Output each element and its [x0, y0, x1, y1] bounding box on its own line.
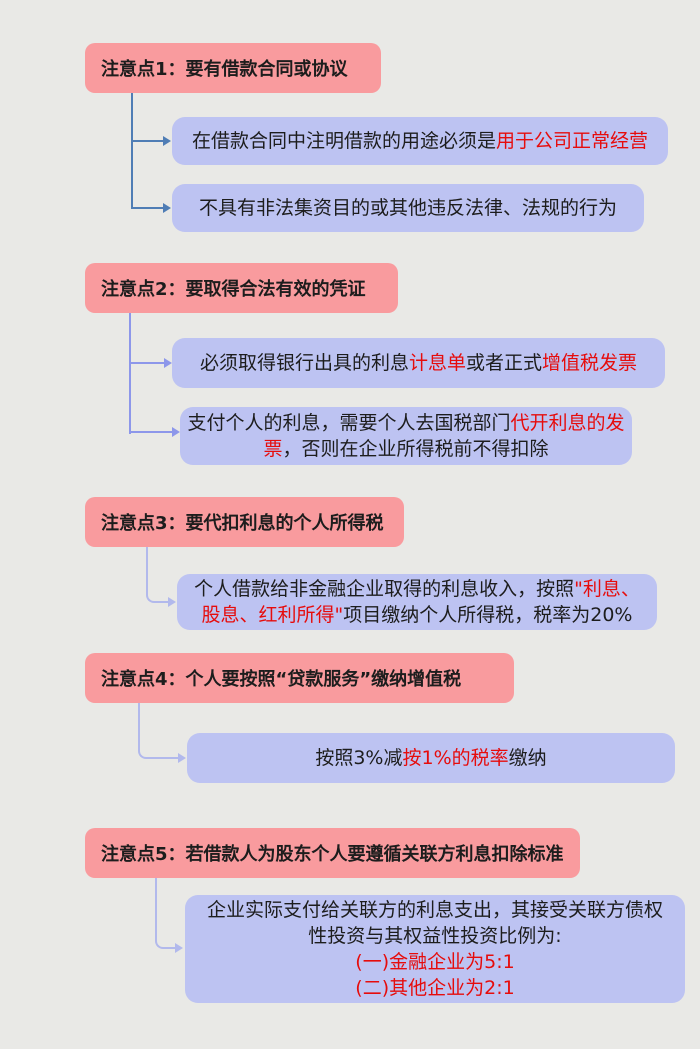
- note2-connector-branch-2: [129, 431, 172, 433]
- note1-child-2-text: 不具有非法集资目的或其他违反法律、法规的行为: [198, 197, 617, 219]
- note4-connector: [138, 703, 180, 759]
- note4-header: 注意点4：个人要按照“贷款服务”缴纳增值税: [85, 653, 514, 703]
- note1-header: 注意点1：要有借款合同或协议: [85, 43, 381, 93]
- note1-connector-branch-2: [131, 207, 163, 209]
- note5-child-1-line-2: (一)金融企业为5:1: [355, 951, 515, 973]
- note4-arrow-icon: [178, 753, 186, 763]
- note3-arrow-icon: [168, 597, 176, 607]
- note4-child-1-text: 按照3%减按1%的税率缴纳: [315, 747, 547, 769]
- note1-connector-branch-1: [131, 140, 163, 142]
- note3-connector: [146, 547, 170, 603]
- note2-header: 注意点2：要取得合法有效的凭证: [85, 263, 398, 313]
- note2-child-1: 必须取得银行出具的利息计息单或者正式增值税发票: [172, 338, 665, 388]
- note2-arrow-icon-2: [172, 427, 180, 437]
- note5-child-1: 企业实际支付给关联方的利息支出，其接受关联方债权性投资与其权益性投资比例为: (…: [185, 895, 685, 1003]
- note2-child-2-text: 支付个人的利息，需要个人去国税部门代开利息的发票，否则在企业所得税前不得扣除: [187, 412, 625, 460]
- note3-child-1: 个人借款给非金融企业取得的利息收入，按照"利息、股息、红利所得"项目缴纳个人所得…: [177, 574, 657, 630]
- note1-arrow-icon-1: [163, 136, 171, 146]
- note3-child-1-text: 个人借款给非金融企业取得的利息收入，按照"利息、股息、红利所得"项目缴纳个人所得…: [194, 578, 640, 626]
- note2-child-1-text: 必须取得银行出具的利息计息单或者正式增值税发票: [199, 352, 638, 374]
- note5-arrow-icon: [175, 943, 183, 953]
- note5-header: 注意点5：若借款人为股东个人要遵循关联方利息扣除标准: [85, 828, 580, 878]
- note3-header: 注意点3：要代扣利息的个人所得税: [85, 497, 404, 547]
- note1-child-1: 在借款合同中注明借款的用途必须是用于公司正常经营: [172, 117, 668, 165]
- note2-connector-branch-1: [129, 362, 164, 364]
- note5-connector: [155, 878, 177, 949]
- note1-arrow-icon-2: [163, 203, 171, 213]
- note2-child-2: 支付个人的利息，需要个人去国税部门代开利息的发票，否则在企业所得税前不得扣除: [180, 407, 632, 465]
- note4-child-1: 按照3%减按1%的税率缴纳: [187, 733, 675, 783]
- note2-arrow-icon-1: [164, 358, 172, 368]
- note2-connector-trunk: [129, 313, 131, 434]
- note1-child-1-text: 在借款合同中注明借款的用途必须是用于公司正常经营: [191, 130, 649, 152]
- note5-child-1-line-1: 企业实际支付给关联方的利息支出，其接受关联方债权性投资与其权益性投资比例为:: [206, 899, 663, 947]
- note1-child-2: 不具有非法集资目的或其他违反法律、法规的行为: [172, 184, 644, 232]
- note1-connector-trunk: [131, 93, 133, 209]
- note5-child-1-line-3: (二)其他企业为2:1: [355, 977, 515, 999]
